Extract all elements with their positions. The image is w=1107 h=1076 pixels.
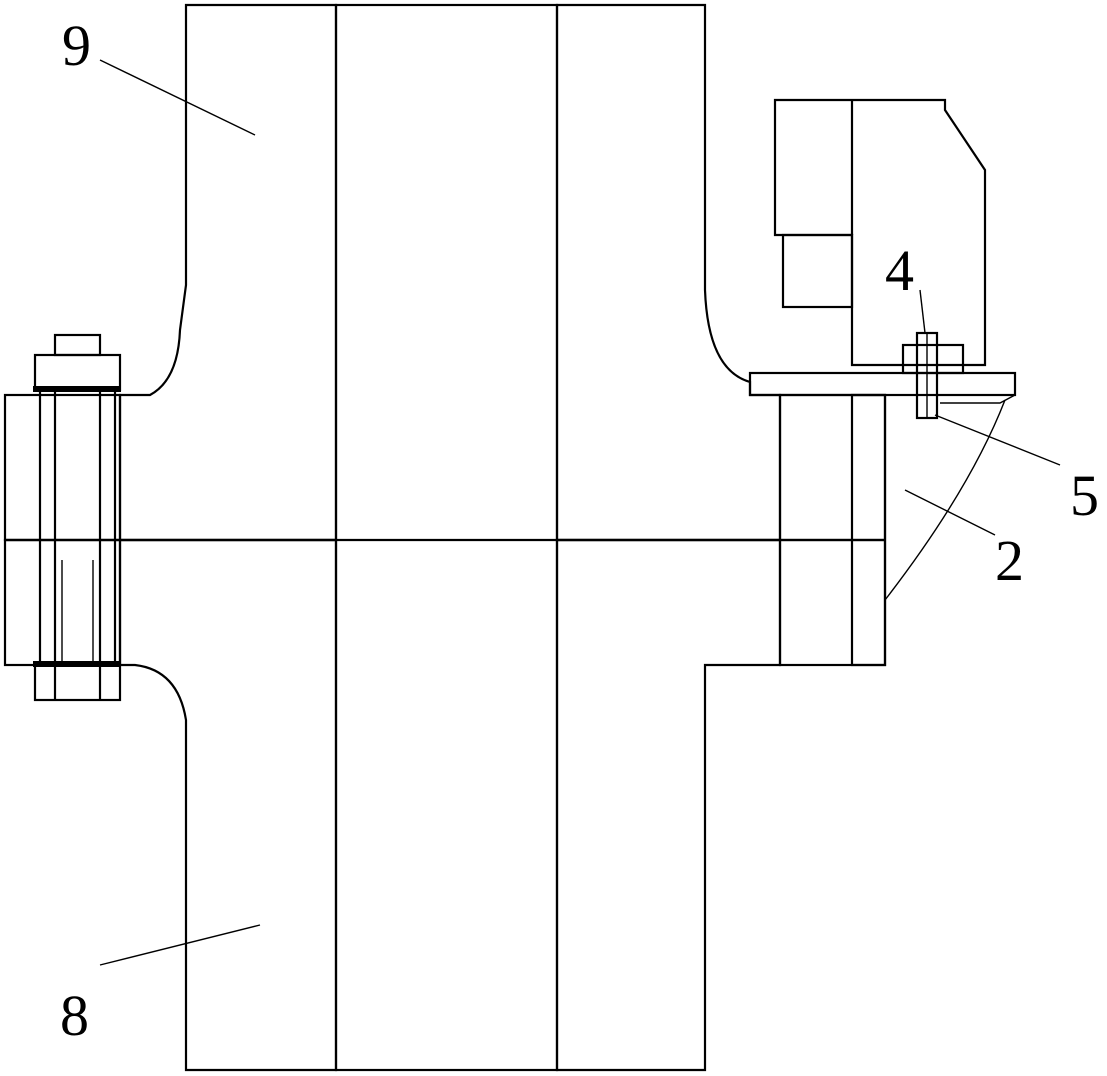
upper-bracket: [773, 98, 987, 367]
label-part-5: 5: [1070, 463, 1099, 528]
upper-pipe-section: [3, 3, 782, 542]
flange-bolt: [33, 333, 122, 702]
label-part-2: 2: [995, 528, 1024, 593]
leader-lines: [99, 59, 1061, 966]
label-part-9: 9: [62, 13, 91, 78]
lower-pipe-section: [3, 538, 782, 1072]
label-part-8: 8: [60, 983, 89, 1048]
label-part-4: 4: [885, 238, 914, 303]
pipe-bore: [5, 3, 885, 1072]
part-2-block: [778, 393, 887, 667]
plate-and-screw: [748, 331, 1017, 420]
